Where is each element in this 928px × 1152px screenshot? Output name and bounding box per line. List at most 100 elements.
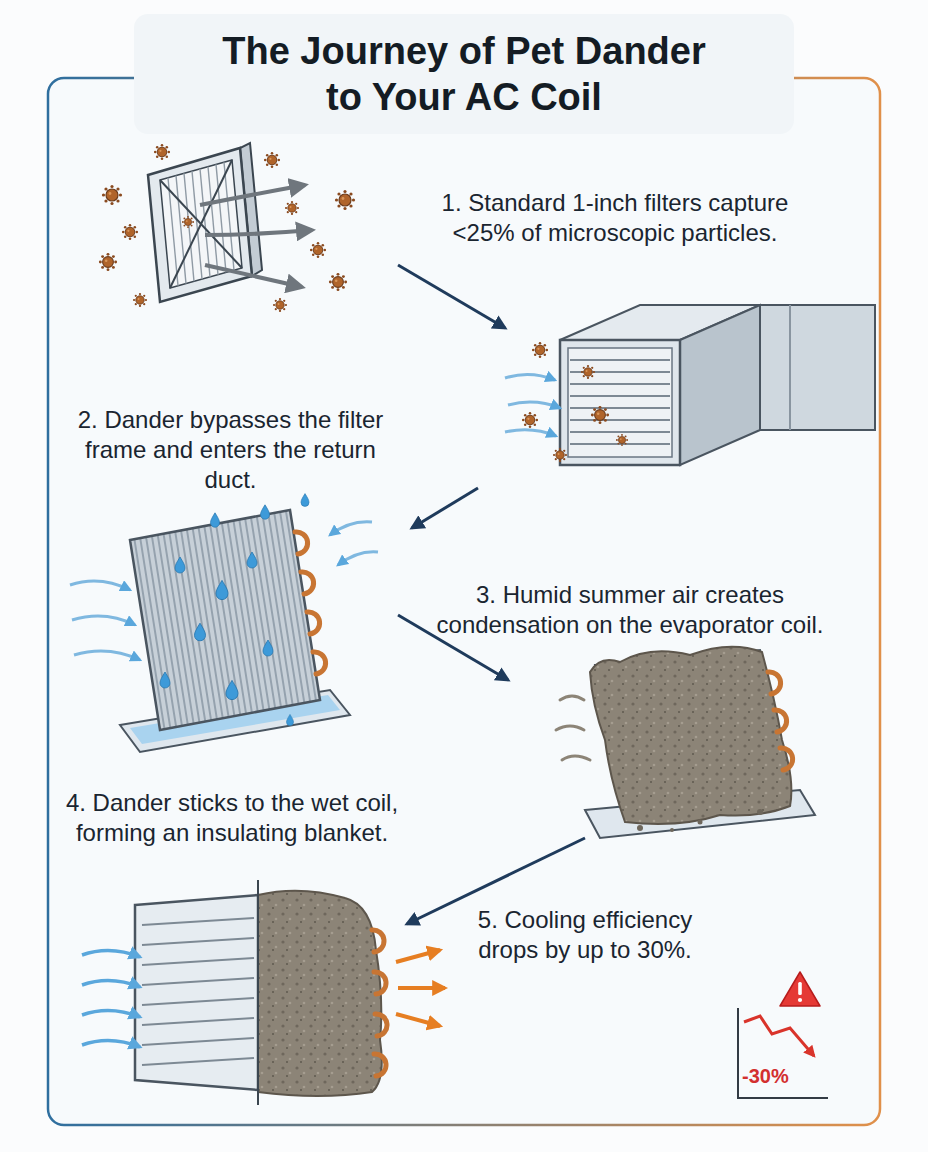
water-drop (263, 640, 273, 656)
air-filter (148, 148, 252, 302)
evaporator-coil (295, 532, 326, 674)
evaporator-coil (130, 510, 320, 730)
clogged-coil (637, 825, 643, 831)
return-duct (570, 395, 670, 397)
airflow-arrow (505, 374, 560, 436)
clogged-coil (780, 748, 793, 770)
dander-particle (154, 144, 170, 160)
evaporator-coil (301, 572, 314, 594)
dander-particle (122, 224, 138, 240)
airflow-arrow (505, 430, 556, 436)
warning-icon (780, 972, 820, 1006)
water-drop (160, 494, 309, 726)
airflow-arrow (82, 1010, 140, 1017)
dander-particle (335, 190, 355, 210)
airflow-arrow (338, 552, 378, 565)
return-duct (560, 305, 875, 465)
return-duct (789, 305, 791, 430)
airflow-arrow (72, 616, 135, 625)
clogged-coil (590, 647, 791, 824)
airflow-arrow (205, 265, 302, 287)
step-arrow (398, 265, 505, 328)
efficiency-comparison (142, 1038, 254, 1045)
airflow-arrow (508, 402, 560, 408)
airflow-arrow (82, 950, 140, 1047)
airflow-arrow (70, 581, 130, 590)
airflow-arrow (74, 651, 140, 660)
clogged-coil (556, 726, 584, 730)
evaporator-coil (295, 532, 308, 554)
warning-icon (780, 972, 820, 1006)
decline-chart (738, 1008, 828, 1098)
water-drop (261, 505, 270, 519)
water-drop (216, 580, 228, 599)
clogged-coil (556, 696, 590, 760)
dander-particle (329, 273, 347, 291)
clogged-coil (562, 756, 590, 760)
airflow-arrow (82, 950, 140, 957)
dander-particle (99, 253, 117, 271)
efficiency-comparison (142, 978, 254, 985)
airflow-arrow (205, 230, 312, 235)
outer-frame (48, 78, 880, 1125)
air-filter (208, 167, 218, 275)
dander-particle (616, 434, 628, 446)
dander-particle (273, 298, 287, 312)
step-caption: 1. Standard 1-inch filters capture <25% … (415, 188, 815, 248)
clogged-coil (637, 809, 763, 832)
step-caption: 2. Dander bypasses the filter frame and … (58, 405, 403, 495)
efficiency-comparison (142, 1058, 254, 1065)
water-drop (211, 513, 220, 527)
outer-frame (48, 78, 880, 1125)
dander-particle (133, 293, 147, 307)
efficiency-comparison (142, 958, 254, 965)
clogged-coil (774, 710, 787, 732)
heat-arrow (396, 950, 445, 1026)
airflow-arrow (200, 185, 305, 205)
step-arrow (412, 488, 478, 528)
water-drop (301, 494, 309, 507)
warning-icon (798, 998, 802, 1002)
airflow-arrow (505, 374, 555, 380)
decline-chart (738, 1008, 828, 1098)
dander-particle (310, 242, 326, 258)
return-duct (570, 360, 670, 444)
efficiency-comparison (142, 938, 254, 945)
efficiency-comparison (142, 918, 254, 1065)
return-duct (680, 305, 760, 465)
step-caption: 3. Humid summer air creates condensation… (425, 580, 835, 640)
dander-particle (522, 412, 538, 428)
diagram-title: The Journey of Pet Dander to Your AC Coi… (214, 28, 714, 120)
efficiency-comparison (372, 930, 384, 952)
return-duct (568, 348, 672, 457)
efficiency-comparison (142, 998, 254, 1005)
heat-arrow (396, 1014, 440, 1026)
dander-particle (102, 185, 122, 205)
title-panel: The Journey of Pet Dander to Your AC Coi… (134, 14, 794, 134)
airflow-arrow (70, 522, 378, 660)
clogged-coil (670, 828, 674, 832)
dander-particle (285, 201, 299, 215)
dander-particle (264, 152, 280, 168)
water-drop (175, 557, 185, 573)
efficiency-comparison (257, 880, 259, 1105)
efficiency-comparison (135, 880, 387, 1105)
evaporator-coil (120, 510, 350, 752)
water-drop (287, 714, 294, 725)
efficiency-comparison (135, 895, 258, 1090)
water-drop (195, 623, 206, 641)
airflow-arrow (200, 185, 312, 287)
air-filter (148, 143, 262, 302)
return-duct (570, 383, 670, 385)
airflow-arrow (82, 980, 140, 987)
return-duct (570, 359, 670, 361)
air-filter (184, 173, 194, 281)
evaporator-coil (313, 652, 326, 674)
airflow-arrow (82, 1040, 140, 1047)
efficiency-comparison (258, 891, 382, 1096)
percent-label: -30% (742, 1064, 789, 1088)
step-caption: 4. Dander sticks to the wet coil, formin… (52, 788, 412, 848)
water-drop (160, 672, 170, 688)
